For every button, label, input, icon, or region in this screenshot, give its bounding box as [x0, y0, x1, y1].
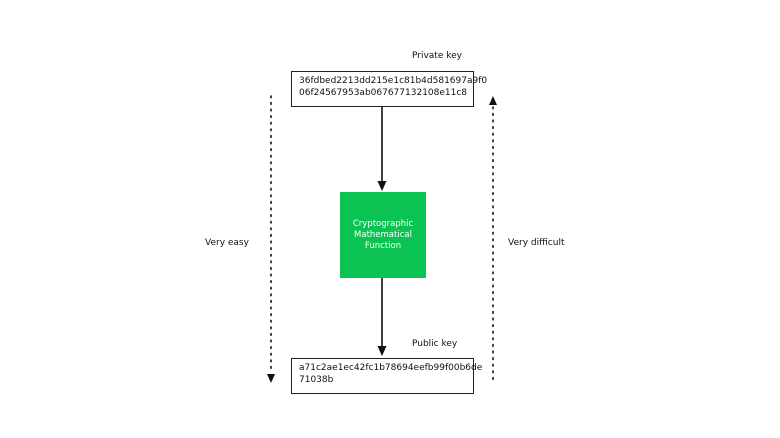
function-line-3: Function — [364, 240, 402, 251]
private-key-label: Private key — [412, 51, 462, 61]
private-key-line-2: 06f24567953ab067677132108e11c8 — [299, 88, 468, 98]
public-key-label: Public key — [412, 339, 458, 349]
arrowhead-private-to-function — [377, 181, 387, 191]
private-key-box: 36fdbed2213dd215e1c81b4d581697a9f0 06f24… — [291, 71, 488, 107]
dotted-arrowhead-up — [489, 96, 497, 105]
public-key-line-1: a71c2ae1ec42fc1b78694eefb99f00b6de — [299, 363, 483, 373]
left-side-label: Very easy — [205, 238, 249, 248]
public-key-box: a71c2ae1ec42fc1b78694eefb99f00b6de 71038… — [291, 358, 483, 394]
function-line-2: Mathematical — [354, 229, 412, 240]
right-side-label: Very difficult — [508, 238, 565, 248]
cryptographic-function-box: Cryptographic Mathematical Function — [340, 192, 426, 278]
arrowhead-function-to-public — [377, 346, 387, 356]
function-line-1: Cryptographic — [352, 218, 414, 229]
private-key-line-1: 36fdbed2213dd215e1c81b4d581697a9f0 — [299, 76, 488, 86]
dotted-arrowhead-down — [267, 374, 275, 383]
public-key-line-2: 71038b — [299, 375, 334, 385]
